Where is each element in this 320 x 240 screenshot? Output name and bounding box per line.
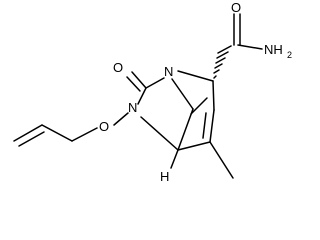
allyl-ch2-o-bond	[71, 127, 98, 142]
amide-nitrogen-subscript: 2	[287, 50, 292, 60]
ring-double-bond-b	[202, 112, 207, 139]
carbonyl-double-bond-b	[126, 76, 141, 92]
allyl-group	[13, 124, 98, 147]
ring-double-bond-a	[209, 109, 215, 143]
hashed-wedge	[213, 45, 232, 79]
carbonyl-double-bond-a	[131, 71, 147, 89]
amide-oxygen-label: O	[231, 0, 241, 15]
carbonyl-oxygen-label: O	[113, 60, 123, 75]
n-carbonyl-bond	[137, 87, 147, 105]
amide-cn-bond	[237, 44, 263, 50]
stereo-hydrogen-label: H	[160, 169, 169, 184]
c-h-bond	[170, 149, 179, 169]
allyl-single-bond	[41, 124, 73, 142]
vinyl-double-bond-inner	[18, 131, 45, 147]
ether-oxygen-label: O	[99, 119, 109, 134]
n-c-top-bond	[177, 70, 214, 82]
ring-bond-bottom	[177, 141, 211, 151]
methyl-bond	[209, 141, 234, 179]
bridgehead-nitrogen-label: N	[164, 64, 173, 79]
n-c-bottom-bond	[140, 116, 179, 151]
ring-nitrogen-label: N	[128, 100, 137, 115]
molecule-structure: O N O N H O NH 2	[13, 0, 292, 184]
carbonyl-n-bridge-bond	[145, 77, 165, 89]
amide-nitrogen-label: NH	[264, 42, 283, 57]
bridge-bond-2	[177, 108, 194, 151]
o-n-bond	[113, 112, 129, 126]
bridge-back-bond	[190, 97, 208, 115]
ring-bond-right	[212, 80, 215, 111]
vinyl-double-bond-outer	[13, 124, 43, 142]
bridge-bond-1	[171, 78, 194, 110]
